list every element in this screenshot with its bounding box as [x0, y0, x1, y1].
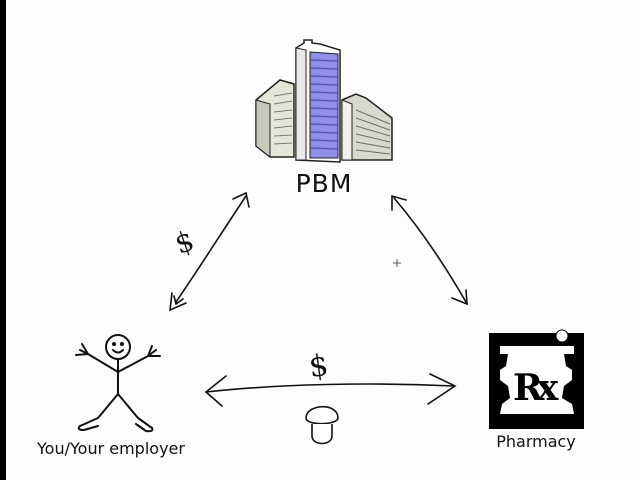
rx-symbol: Rx: [513, 367, 559, 409]
node-label-pharmacy: Pharmacy: [496, 432, 576, 451]
pill-capsule-icon: [305, 405, 339, 445]
office-buildings-icon: [255, 39, 393, 163]
node-label-you: You/Your employer: [37, 439, 185, 458]
cursor-crosshair-icon: [393, 259, 401, 267]
frame-edge: [0, 0, 6, 480]
edge-annotation-you-pharmacy: $: [307, 348, 331, 385]
node-label-pbm: PBM: [295, 169, 353, 198]
arrow-you-pharmacy: [204, 373, 457, 407]
stick-figure-icon: [75, 334, 161, 433]
rx-mortar-pestle-icon: Rx: [489, 329, 584, 429]
arrow-pbm-pharmacy: [391, 194, 468, 306]
edge-annotation-you-pbm: $: [170, 224, 198, 261]
arrow-you-pbm: [169, 191, 250, 312]
